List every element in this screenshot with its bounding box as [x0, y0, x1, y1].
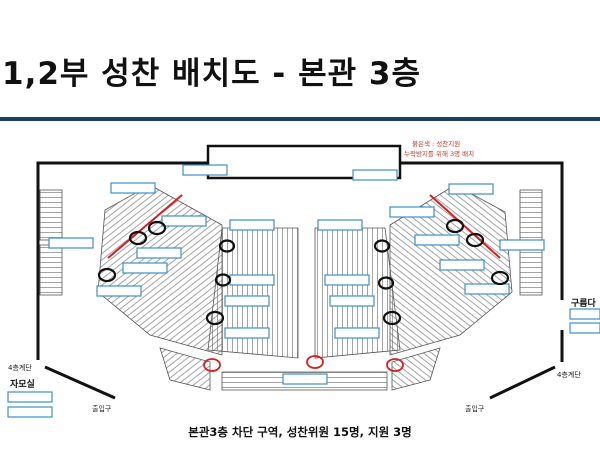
exit-right-label: 출입구 — [465, 405, 485, 413]
rear-rows — [159, 347, 441, 391]
side-benches — [39, 189, 543, 296]
legend-line-1: 붉은색 : 성찬지원 — [412, 140, 461, 148]
legend-line-2: 누락방지를 위해 3명 배치 — [404, 150, 475, 158]
usher-boxes — [7, 164, 600, 418]
stairs-left-label: 4층계단 — [8, 364, 32, 372]
title-rule — [0, 117, 600, 121]
room-right-label: 구름다 — [571, 299, 596, 309]
server-markers — [97, 218, 510, 326]
support-lines — [107, 194, 501, 259]
plan-caption: 본관3층 차단 구역, 성찬위원 15명, 지원 3명 — [188, 425, 412, 439]
page-title: 1,2부 성찬 배치도 - 본관 3층 — [2, 56, 421, 92]
room-left-label: 자모실 — [10, 380, 35, 390]
support-markers — [203, 355, 404, 372]
walls — [36, 161, 564, 400]
stairs-right-label: 4층계단 — [557, 371, 581, 379]
exit-left-label: 출입구 — [92, 405, 112, 413]
